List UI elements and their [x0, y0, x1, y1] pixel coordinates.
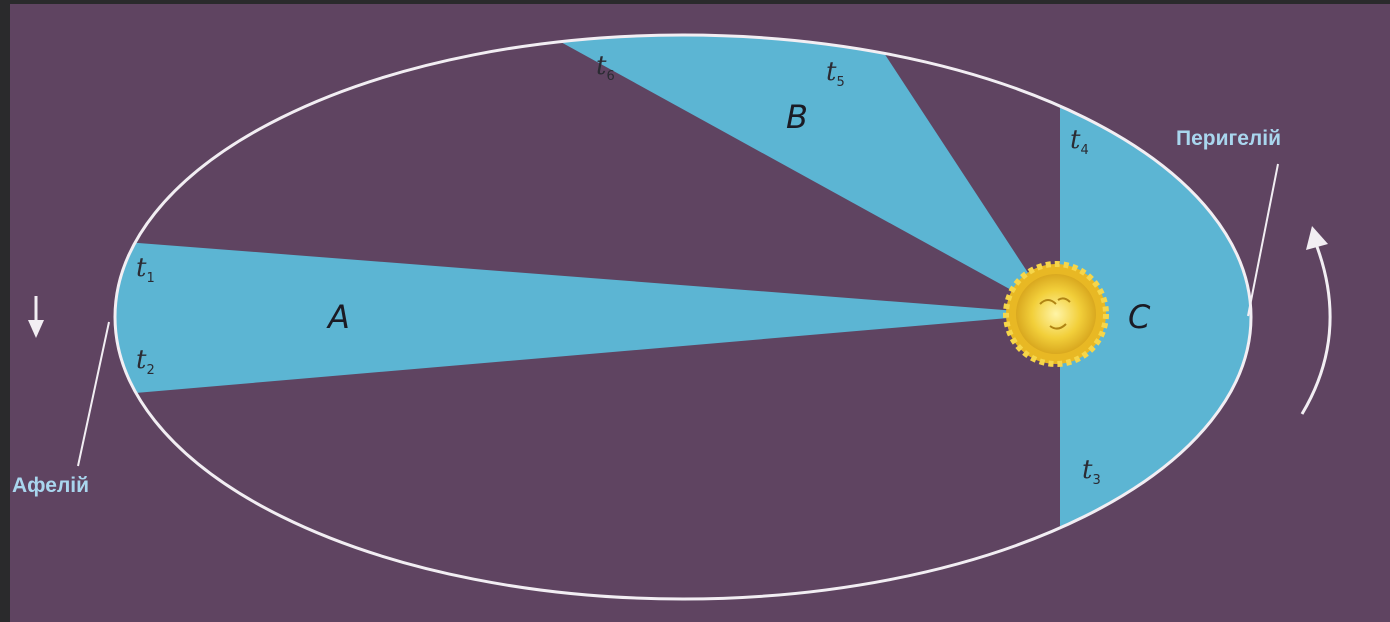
perihelion-label: Перигелій: [1176, 127, 1281, 150]
perihelion-pointer: [1248, 164, 1278, 316]
sector-a: [100, 240, 1055, 396]
sector-label-b: B: [786, 98, 808, 136]
aphelion-label: Афелій: [12, 474, 89, 497]
direction-arrow-down-icon: [28, 296, 44, 338]
aphelion-pointer: [78, 322, 109, 466]
sector-label-a: A: [326, 298, 350, 336]
sector-b: [528, 24, 1055, 314]
sun-disk: [1016, 274, 1096, 354]
kepler-second-law-diagram: A B C t1 t2 t3 t4 t5 t6 Афелій Перигелій: [10, 4, 1390, 622]
sun: [1006, 264, 1106, 364]
diagram-canvas: A B C t1 t2 t3 t4 t5 t6 Афелій Перигелій: [10, 4, 1390, 622]
direction-arrow-up-curved-icon: [1302, 226, 1330, 414]
sector-label-c: C: [1128, 298, 1151, 336]
